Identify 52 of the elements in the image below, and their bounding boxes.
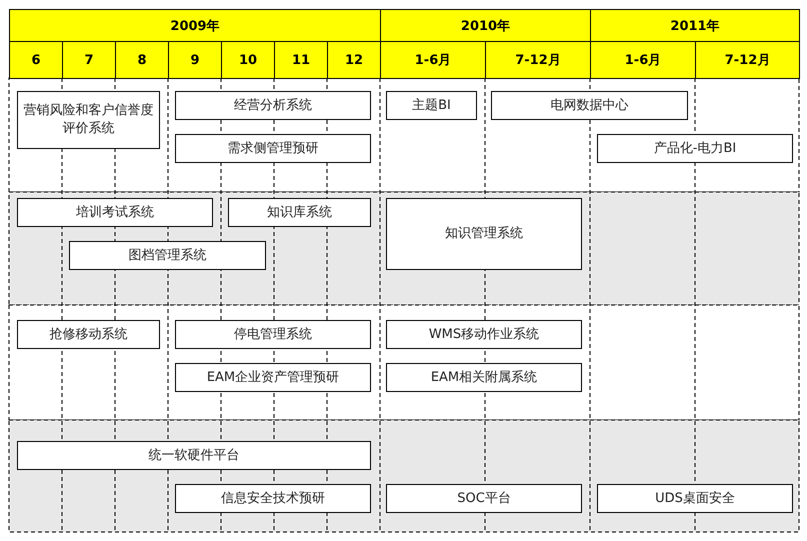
project-name: 抢修移动系统: [50, 326, 128, 344]
header-cell: 2009年: [9, 9, 381, 42]
project-name: 图档管理系统: [128, 246, 206, 264]
project-box: [17, 91, 160, 149]
project-box: [175, 91, 371, 120]
project-box: [386, 484, 582, 513]
project-box: [175, 320, 371, 349]
project-name: 主题BI: [412, 96, 451, 114]
project-name: 需求侧管理预研: [228, 140, 318, 158]
project-name: 产品化-电力BI: [654, 140, 736, 158]
header-cell: 1-6月: [590, 41, 696, 79]
header-cell: 11: [274, 41, 328, 79]
project-box: [597, 134, 793, 163]
project-box: [69, 241, 266, 270]
project-box: [386, 363, 582, 392]
header-cell: 10: [221, 41, 275, 79]
project-box: [386, 320, 582, 349]
project-box: [386, 198, 582, 270]
header-cell: 12: [327, 41, 381, 79]
header-cell: 7-12月: [485, 41, 591, 79]
project-name: UDS桌面安全: [655, 490, 735, 508]
header-cell: 7: [62, 41, 116, 79]
project-name: 停电管理系统: [234, 326, 312, 344]
project-name: 营销风险和客户信誉度评价系统: [22, 102, 154, 138]
header-cell: 8: [115, 41, 169, 79]
project-box: [175, 134, 371, 163]
project-name: 培训考试系统: [76, 204, 154, 222]
project-name: 知识管理系统: [445, 225, 523, 243]
project-box: [17, 198, 213, 227]
project-name: EAM企业资产管理预研: [206, 368, 340, 386]
project-box: [175, 363, 371, 392]
project-box: [17, 320, 160, 349]
header-cell: 9: [168, 41, 222, 79]
project-box: [228, 198, 371, 227]
project-box: [491, 91, 688, 120]
project-name: 经营分析系统: [234, 96, 312, 114]
project-name: 知识库系统: [267, 204, 332, 222]
project-name: SOC平台: [457, 490, 511, 508]
project-box: [175, 484, 371, 513]
project-name: WMS移动作业系统: [428, 326, 540, 344]
project-name: 信息安全技术预研: [221, 490, 325, 508]
project-name: 电网数据中心: [550, 96, 628, 114]
header-cell: 7-12月: [695, 41, 800, 79]
project-name: EAM相关附属系统: [430, 368, 538, 386]
project-box: [597, 484, 793, 513]
header-cell: 6: [9, 41, 63, 79]
header-cell: 2010年: [380, 9, 591, 42]
project-box: [17, 441, 371, 470]
header-cell: 1-6月: [380, 41, 486, 79]
project-name: 统一软硬件平台: [148, 446, 240, 464]
project-box: [386, 91, 477, 120]
header-cell: 2011年: [590, 9, 800, 42]
